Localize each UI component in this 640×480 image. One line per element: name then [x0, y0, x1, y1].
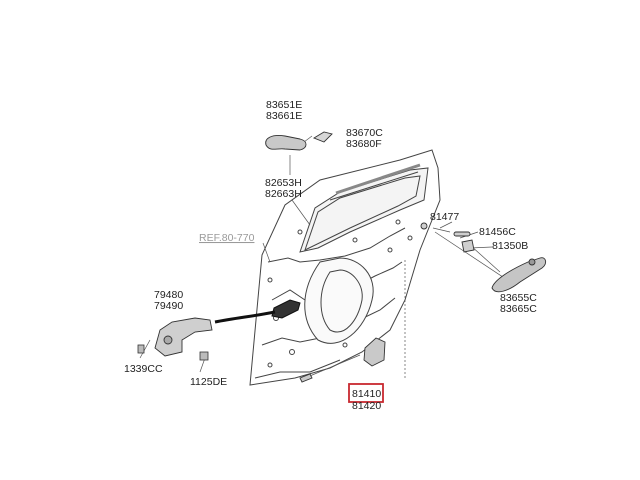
handle-cover-part — [312, 131, 333, 143]
label-outside-handle-1: 83651E — [266, 99, 302, 111]
label-reference: REF.80-770 — [199, 232, 255, 244]
leader-lines — [139, 135, 516, 380]
label-door-latch-1: 81410 — [352, 388, 381, 400]
label-1125de: 1125DE — [190, 376, 227, 388]
label-handle-cover-2: 83680F — [346, 138, 382, 150]
label-outside-handle-2: 83661E — [266, 110, 302, 122]
door-panel — [249, 149, 441, 386]
label-hinge-2: 79490 — [154, 300, 183, 312]
label-rear-handle-1: 83655C — [500, 292, 537, 304]
door-latch-part — [299, 337, 386, 383]
label-handle-bracket-1: 82653H — [265, 177, 302, 189]
inside-handle-part — [271, 299, 301, 319]
striker-part — [420, 222, 475, 253]
label-81477: 81477 — [430, 211, 459, 223]
hinge-part — [154, 317, 213, 357]
label-81456c: 81456C — [479, 226, 516, 238]
label-hinge-1: 79480 — [154, 289, 183, 301]
outside-handle-part — [265, 135, 307, 151]
label-1339cc: 1339CC — [124, 363, 163, 375]
label-handle-cover-1: 83670C — [346, 127, 383, 139]
label-handle-bracket-2: 82663H — [265, 188, 302, 200]
label-rear-handle-2: 83665C — [500, 303, 537, 315]
highlight-box — [348, 383, 384, 403]
bolt-parts — [137, 344, 209, 361]
label-81350b: 81350B — [492, 240, 528, 252]
rear-handle-part — [491, 257, 547, 293]
label-door-latch-2: 81420 — [352, 400, 381, 412]
door-check-cable — [214, 310, 276, 324]
